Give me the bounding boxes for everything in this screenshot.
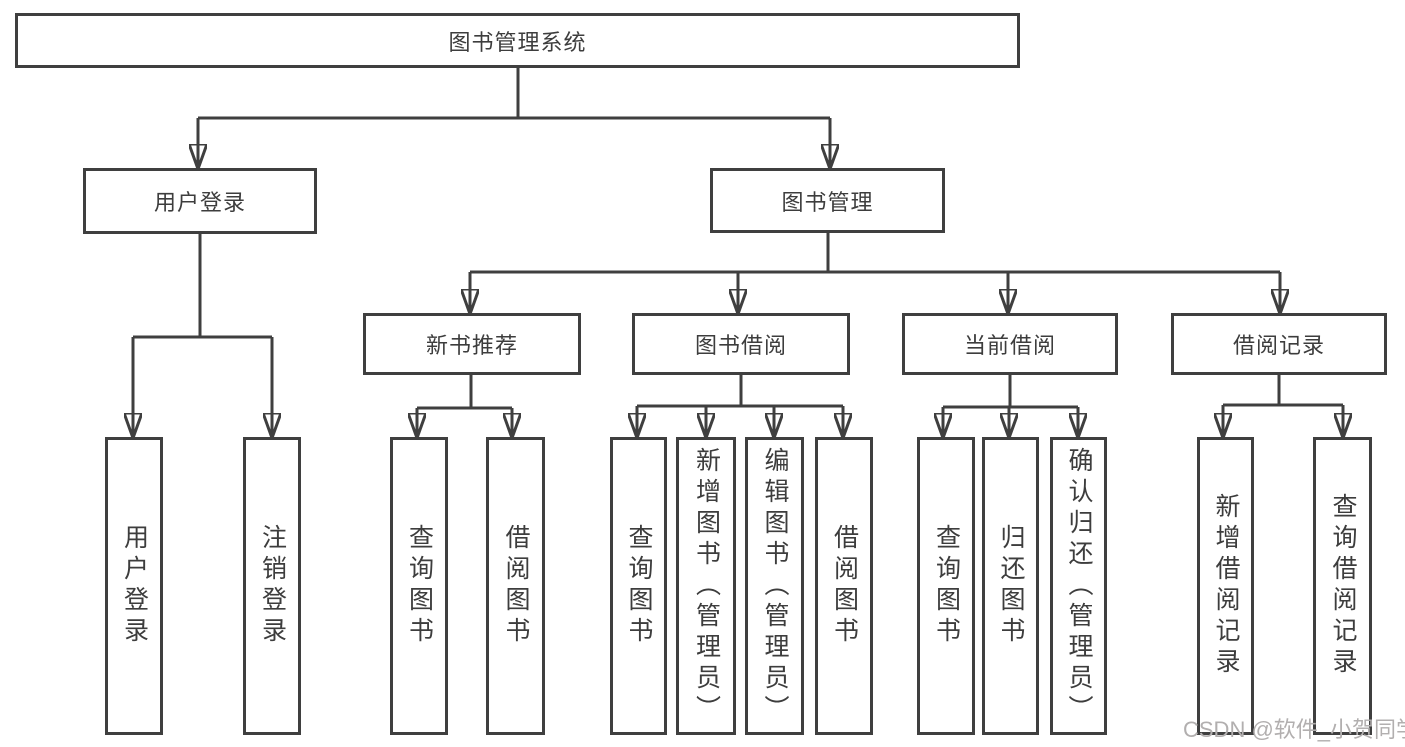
node-label: 图书管理系统 bbox=[448, 29, 587, 55]
node-user-login: 用户登录 bbox=[83, 168, 317, 234]
leaf-label: 注销登录 bbox=[258, 524, 287, 648]
leaf-label: 查询图书 bbox=[625, 524, 653, 648]
leaf-label: 用户登录 bbox=[120, 524, 149, 648]
leaf-label: 归还图书 bbox=[997, 524, 1025, 648]
node-label: 图书管理 bbox=[781, 189, 874, 215]
leaf-label: 查询图书 bbox=[932, 524, 961, 648]
leaf-label: 查询借阅记录 bbox=[1329, 493, 1357, 679]
leaf-borrowing-borrow-books: 借阅图书 bbox=[815, 437, 873, 735]
leaf-current-query-books: 查询图书 bbox=[917, 437, 975, 735]
leaf-borrowing-query-books: 查询图书 bbox=[610, 437, 667, 735]
leaf-user-login: 用户登录 bbox=[105, 437, 163, 735]
node-label: 借阅记录 bbox=[1232, 333, 1325, 358]
leaf-label: 新增图书（管理员） bbox=[692, 446, 721, 726]
node-library-management-system: 图书管理系统 bbox=[15, 13, 1020, 68]
node-book-management: 图书管理 bbox=[710, 168, 945, 233]
node-label: 用户登录 bbox=[153, 190, 246, 215]
leaf-records-query-borrow-record: 查询借阅记录 bbox=[1313, 437, 1372, 735]
leaf-label: 编辑图书（管理员） bbox=[761, 446, 789, 726]
leaf-label: 新增借阅记录 bbox=[1212, 493, 1240, 679]
node-current-borrowing: 当前借阅 bbox=[902, 313, 1118, 375]
leaf-label: 查询图书 bbox=[405, 524, 434, 648]
node-new-book-recommendation: 新书推荐 bbox=[363, 313, 581, 375]
leaf-borrowing-add-books-admin: 新增图书（管理员） bbox=[676, 437, 736, 735]
node-book-borrowing: 图书借阅 bbox=[632, 313, 850, 375]
leaf-recommend-query-books: 查询图书 bbox=[390, 437, 448, 735]
node-label: 图书借阅 bbox=[694, 333, 787, 358]
leaf-current-return-books: 归还图书 bbox=[982, 437, 1039, 735]
leaf-current-confirm-return-admin: 确认归还（管理员） bbox=[1050, 437, 1107, 735]
leaf-label: 确认归还（管理员） bbox=[1065, 446, 1093, 726]
leaf-records-add-borrow-record: 新增借阅记录 bbox=[1197, 437, 1254, 735]
leaf-label: 借阅图书 bbox=[830, 524, 859, 648]
leaf-recommend-borrow-books: 借阅图书 bbox=[486, 437, 545, 735]
leaf-borrowing-edit-books-admin: 编辑图书（管理员） bbox=[745, 437, 804, 735]
leaf-logout: 注销登录 bbox=[243, 437, 301, 735]
node-label: 新书推荐 bbox=[425, 333, 518, 358]
node-label: 当前借阅 bbox=[963, 333, 1056, 358]
node-borrow-records: 借阅记录 bbox=[1171, 313, 1387, 375]
leaf-label: 借阅图书 bbox=[502, 524, 530, 648]
